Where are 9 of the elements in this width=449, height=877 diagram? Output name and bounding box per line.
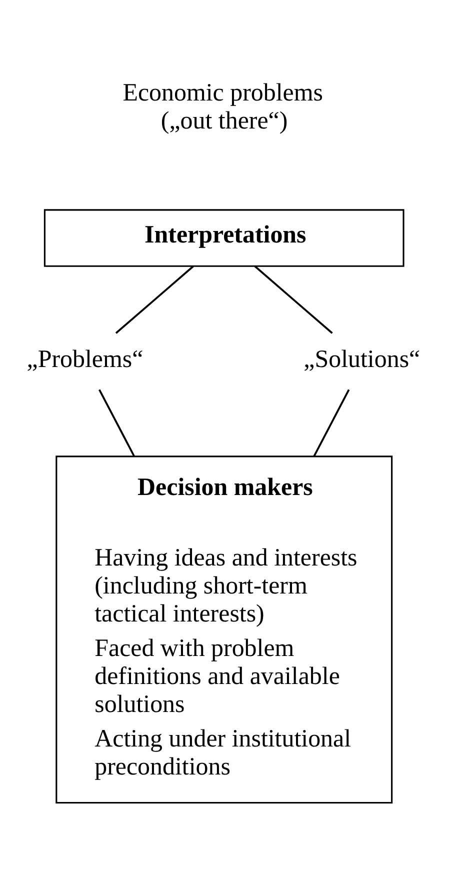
node-text: „Solutions“ <box>304 346 420 374</box>
label: Economic problems („out there“) <box>122 79 323 135</box>
connector <box>98 389 135 456</box>
node-box: Interpretations <box>44 209 404 267</box>
node-text: „Problems“ <box>26 346 144 374</box>
node-box: Decision makers Having ideas and interests (including short-term tactical interests) Faced with problem definitions and available solutions Acting under institutional preconditions <box>56 456 393 804</box>
connector <box>313 389 350 456</box>
connector <box>115 266 194 334</box>
connector <box>254 266 333 334</box>
